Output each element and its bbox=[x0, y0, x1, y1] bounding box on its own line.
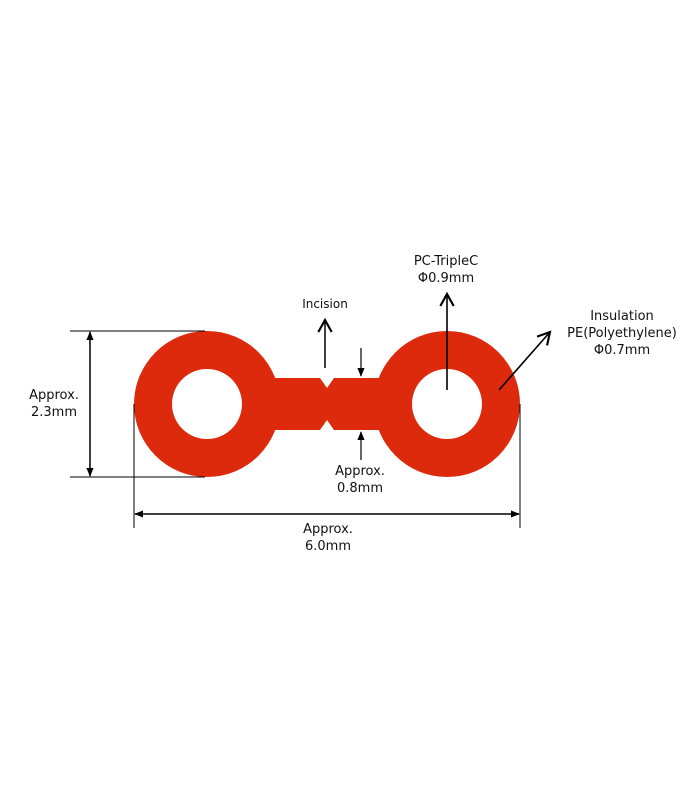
web-thickness-label-value: 0.8mm bbox=[336, 481, 383, 496]
width-label: Approx. 6.0mm bbox=[293, 521, 363, 555]
left-conductor-hole bbox=[172, 369, 242, 439]
width-dimension bbox=[133, 404, 521, 528]
height-label: Approx. 2.3mm bbox=[22, 387, 86, 421]
width-label-prefix: Approx. bbox=[303, 522, 353, 537]
height-label-value: 2.3mm bbox=[30, 405, 77, 420]
insulation-label: Insulation PE(Polyethylene) Φ0.7mm bbox=[552, 308, 692, 359]
height-dimension bbox=[70, 330, 205, 478]
web-thickness-label-prefix: Approx. bbox=[335, 464, 385, 479]
web-thickness-label: Approx. 0.8mm bbox=[325, 463, 395, 497]
insulation-arrow bbox=[498, 330, 552, 391]
insulation-label-material: PE(Polyethylene) bbox=[567, 326, 677, 341]
conductor-label-size: Φ0.9mm bbox=[417, 271, 475, 286]
insulation-label-name: Insulation bbox=[590, 309, 654, 324]
incision-label-text: Incision bbox=[302, 297, 348, 311]
conductor-label-name: PC-TripleC bbox=[413, 254, 479, 269]
incision-label: Incision bbox=[295, 296, 355, 313]
width-label-value: 6.0mm bbox=[304, 539, 351, 554]
right-conductor-hole bbox=[412, 369, 482, 439]
height-label-prefix: Approx. bbox=[29, 388, 79, 403]
insulation-body bbox=[134, 331, 520, 477]
center-web-with-incision bbox=[270, 378, 385, 430]
insulation-label-size: Φ0.7mm bbox=[593, 343, 651, 358]
conductor-label: PC-TripleC Φ0.9mm bbox=[398, 253, 494, 287]
